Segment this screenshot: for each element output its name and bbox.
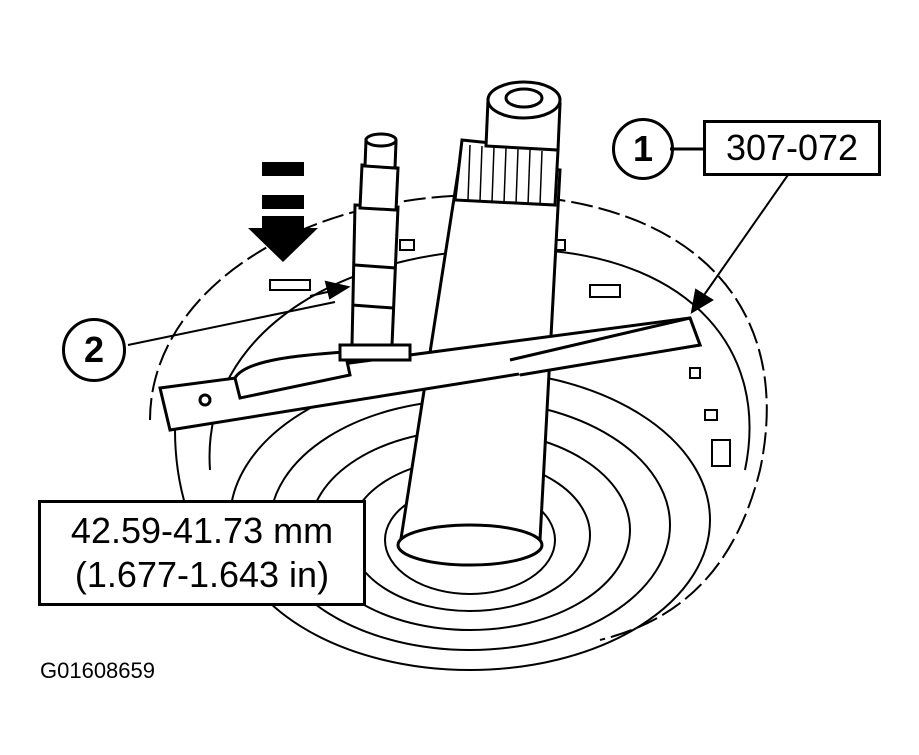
tool-number: 307-072	[725, 127, 859, 168]
callout-2-label: 2	[83, 329, 105, 370]
measurement-box: 42.59-41.73 mm (1.677-1.643 in)	[38, 500, 366, 606]
tool-number-box: 307-072	[703, 120, 881, 176]
shaft-icon	[396, 80, 562, 567]
leader-arrow-icon	[127, 171, 791, 346]
callout-number-1: 1	[612, 118, 674, 180]
depth-gauge-icon	[338, 132, 412, 362]
pointer-arrow-icon	[309, 280, 351, 300]
callout-number-2: 2	[62, 318, 126, 382]
gauge-bar-icon	[158, 316, 703, 432]
bolt-holes	[269, 239, 731, 467]
callout-1-label: 1	[632, 128, 654, 169]
housing-outline	[149, 194, 768, 641]
downward-force-arrow-icon	[248, 162, 318, 262]
figure-code: G01608659	[40, 658, 155, 683]
measurement-metric: 42.59-41.73 mm	[70, 510, 334, 551]
measurement-imperial: (1.677-1.643 in)	[74, 554, 330, 595]
